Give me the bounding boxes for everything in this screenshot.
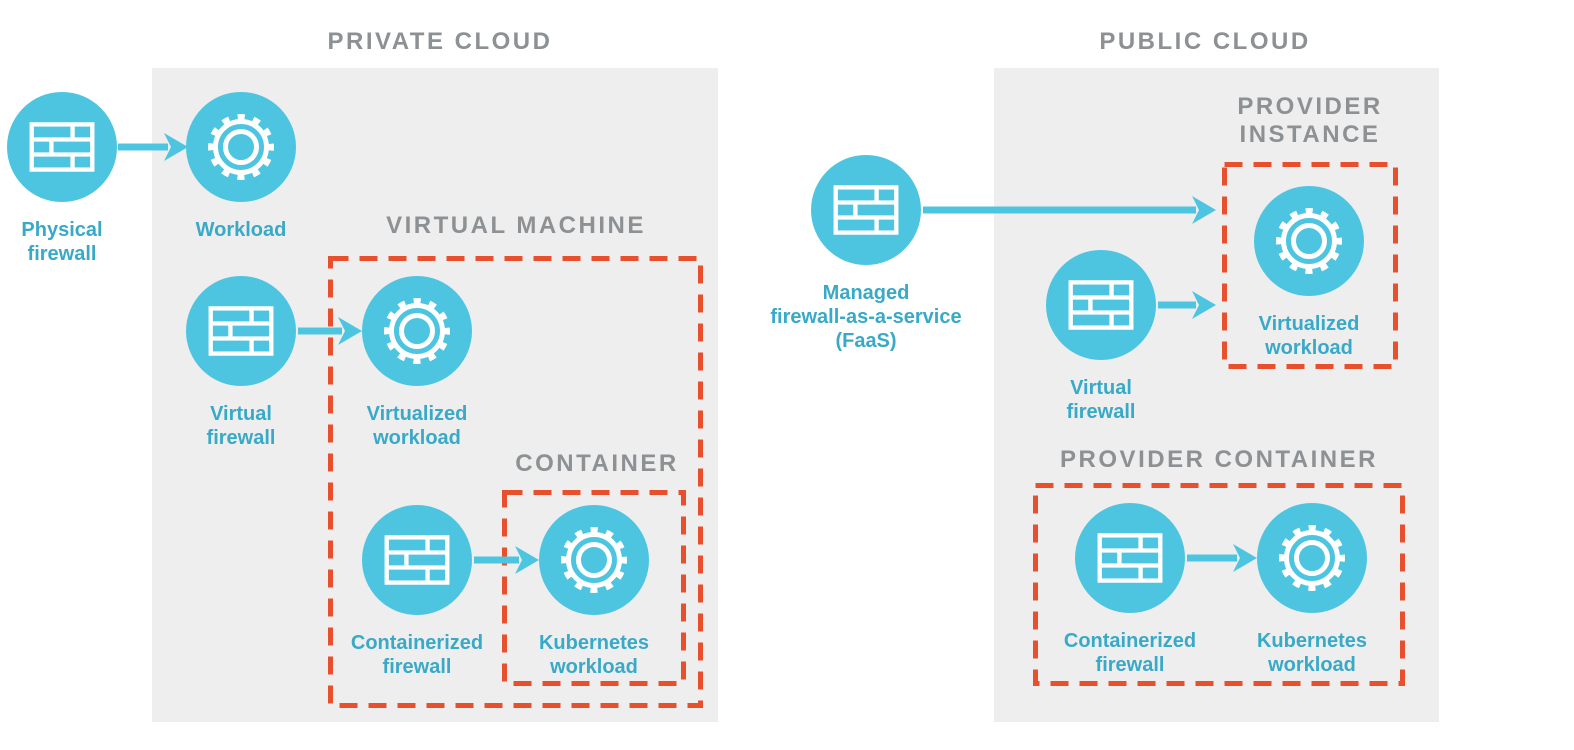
firewall-brick-icon	[1068, 280, 1134, 330]
node-virtualized-workload: Virtualized workload	[297, 276, 537, 450]
node-label: Managed firewall-as-a-service (FaaS)	[770, 282, 962, 352]
icon-circle	[811, 155, 921, 265]
icon-circle	[7, 92, 117, 202]
icon-circle	[362, 276, 472, 386]
node-label: Workload	[195, 219, 287, 241]
gear-icon	[561, 527, 627, 593]
arrow-public-containerized-firewall-to-kubernetes-workload	[1187, 544, 1257, 572]
firewall-brick-icon	[833, 185, 899, 235]
arrow-virtual-firewall-to-virtualized-workload	[298, 317, 362, 345]
node-virtual-firewall: Virtual firewall	[121, 276, 361, 450]
node-kubernetes-workload: Kubernetes workload	[474, 505, 714, 679]
node-label: Virtualized workload	[366, 403, 468, 449]
firewall-brick-icon	[384, 535, 450, 585]
node-managed-faas: Managed firewall-as-a-service (FaaS)	[746, 155, 986, 353]
node-containerized-firewall: Containerized firewall	[297, 505, 537, 679]
node-label: Virtual firewall	[1066, 377, 1136, 423]
public-cloud-title: PUBLIC CLOUD	[1099, 28, 1311, 55]
gear-icon	[1279, 525, 1345, 591]
icon-circle	[1254, 186, 1364, 296]
node-label: Virtual firewall	[206, 403, 276, 449]
container-boundary	[502, 490, 686, 686]
provider-container-title: PROVIDER CONTAINER	[1060, 446, 1378, 473]
node-public-virtualized-workload: Virtualized workload	[1189, 186, 1429, 360]
arrow-physical-firewall-to-workload	[118, 133, 188, 161]
provider-instance-boundary	[1222, 162, 1398, 369]
node-label: Kubernetes workload	[1256, 630, 1368, 676]
node-public-containerized-firewall: Containerized firewall	[1010, 503, 1250, 677]
container-title: CONTAINER	[515, 450, 679, 477]
node-public-virtual-firewall: Virtual firewall	[981, 250, 1221, 424]
node-label: Physical firewall	[21, 219, 103, 265]
provider-instance-title: PROVIDER INSTANCE	[1237, 93, 1383, 148]
virtual-machine-boundary	[328, 256, 703, 708]
icon-circle	[1075, 503, 1185, 613]
arrow-public-virtual-firewall-to-provider-instance	[1158, 291, 1216, 319]
public-cloud-panel	[994, 68, 1439, 722]
node-label: Virtualized workload	[1258, 313, 1360, 359]
firewall-brick-icon	[29, 122, 95, 172]
node-public-kubernetes-workload: Kubernetes workload	[1192, 503, 1432, 677]
provider-container-boundary	[1033, 483, 1405, 686]
icon-circle	[186, 276, 296, 386]
gear-icon	[208, 114, 274, 180]
node-label: Containerized firewall	[1063, 630, 1197, 676]
icon-circle	[362, 505, 472, 615]
virtual-machine-title: VIRTUAL MACHINE	[386, 212, 646, 239]
gear-icon	[384, 298, 450, 364]
node-label: Containerized firewall	[350, 632, 484, 678]
arrow-containerized-firewall-to-kubernetes-workload	[474, 546, 539, 574]
firewall-brick-icon	[208, 306, 274, 356]
icon-circle	[539, 505, 649, 615]
icon-circle	[186, 92, 296, 202]
node-physical-firewall: Physical firewall	[0, 92, 182, 266]
firewall-brick-icon	[1097, 533, 1163, 583]
icon-circle	[1046, 250, 1156, 360]
gear-icon	[1276, 208, 1342, 274]
node-label: Kubernetes workload	[538, 632, 650, 678]
arrow-faas-to-provider-instance	[923, 196, 1216, 224]
private-cloud-title: PRIVATE CLOUD	[327, 28, 553, 55]
node-workload: Workload	[121, 92, 361, 242]
icon-circle	[1257, 503, 1367, 613]
